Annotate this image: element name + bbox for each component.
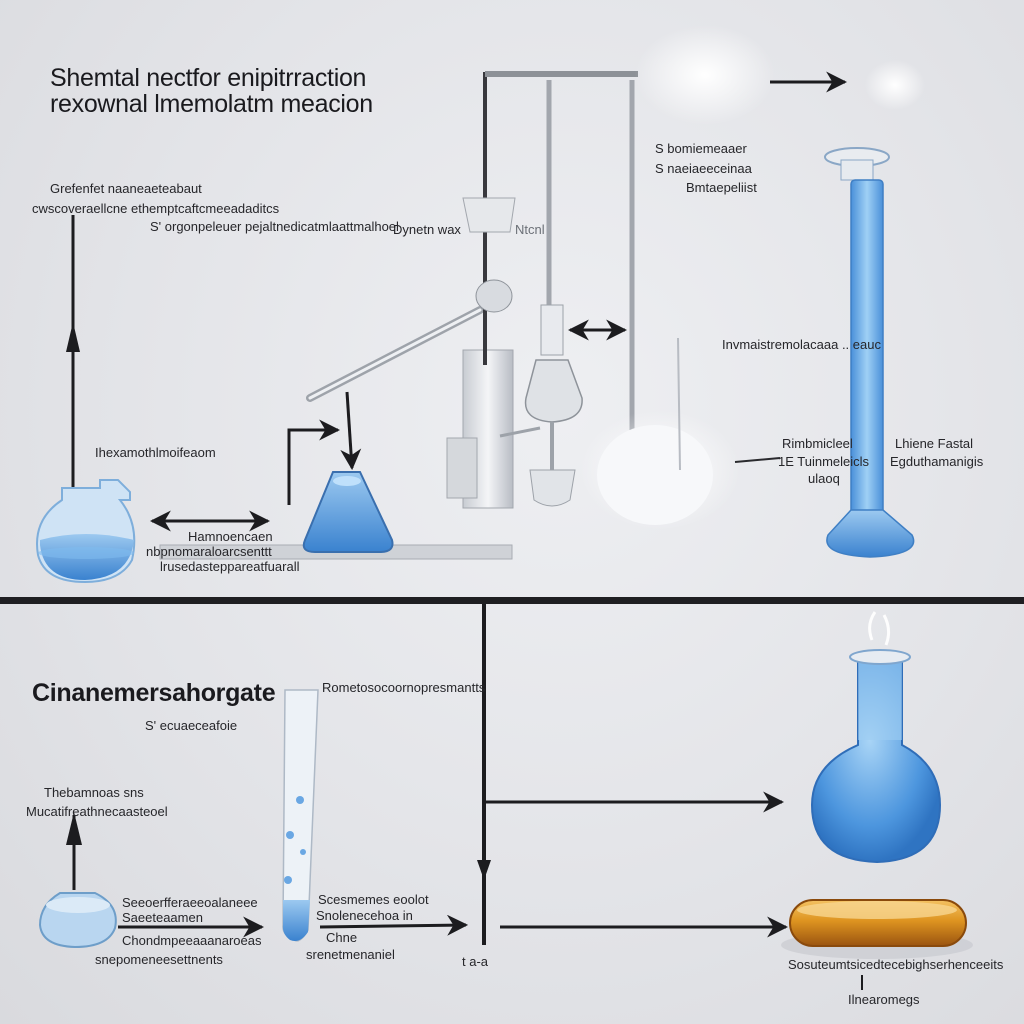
label-bottom-top: Rometosocoornopresmantts [322,680,486,695]
label-top-left-2: cwscoveraellcne ethemptcaftcmeeadaditcs [32,201,280,216]
delivery-tube-highlight [308,308,482,400]
label-dynetn-wax: Dynetn wax [393,222,461,237]
diagram-title: Shemtal nectfor enipitrraction rexownal … [50,64,373,118]
central-arrow-head [477,860,491,880]
label-top-center-3: Bmtaepeliist [686,180,757,195]
section-divider [0,597,1024,604]
thin-rod [677,337,681,471]
label-flask-1: Seeoerfferaeeoalaneee [122,895,258,910]
round-bottom-flask [810,611,942,864]
label-bottom-left-2: Mucatifreathnecaasteoel [26,804,168,819]
label-bench-3: lrusedasteppareatfuarall [160,559,300,574]
graduated-cylinder [824,147,915,558]
label-flask-4: snepomeneesettnents [95,952,223,967]
label-tube-2: Snolenecehoa in [316,908,413,923]
left-blue-flask [36,479,136,584]
separating-funnel [499,304,583,507]
title-line-2: rexownal lmemolatm meacion [50,89,373,118]
bracket-arrow [287,419,341,505]
label-dish-1: Sosuteumtsicedtecebighserhenceeits [788,957,1004,972]
label-cloud-2: 1E Tuinmeleicls [778,454,870,469]
label-left-flask: Ihexamothlmoifeaom [95,445,216,460]
title-line-1: Shemtal nectfor enipitrraction [50,64,367,92]
small-round-flask [38,812,117,949]
conical-flask [302,471,394,553]
vapor-cloud-top [635,25,775,125]
label-top-center-1: S bomiemeaaer [655,141,747,156]
bottom-section-title: Cinanemersahorgate [32,679,276,707]
label-bottom-sub: S' ecuaeceafoie [145,718,238,733]
label-ntcnl: Ntcnl [515,222,545,237]
label-dish-2: Ilnearomegs [848,992,920,1007]
label-bench-1: Hamnoencaen [188,529,273,544]
left-arrow-marker [66,322,80,352]
vapor-cloud-small [865,60,925,110]
label-cloud-3: ulaoq [808,471,840,486]
label-mid-right: Invmaistremolacaaa .. eauc [722,337,881,352]
label-tube-3: Chne [326,930,358,945]
arrow-tube-to-center [319,914,469,936]
dropper-arrow [340,391,362,471]
label-flask-3: Chondmpeeaaanaroeas [122,933,262,948]
amber-oil-dish [781,899,973,959]
label-top-center-2: S naeiaeeceinaa [655,161,752,176]
label-top-left-1: Grefenfet naaneaeteabaut [50,181,202,196]
label-flask-2: Saeeteaamen [122,910,203,925]
vapor-cloud-core [597,425,713,525]
label-tube-4: srenetmenaniel [306,947,395,962]
retort-stand [446,71,638,509]
cloud-pointer-line [734,457,781,463]
label-cloud-1: Rimbmicleel [782,436,853,451]
label-bottom-left-1: Thebamnoas sns [44,785,144,800]
label-center-small: t a-a [462,954,489,969]
label-cylinder-2: Egduthamanigis [890,454,984,469]
label-top-left-3: S' orgonpeleuer pejaltnedicatmlaattmalho… [150,219,399,234]
test-tube [282,689,319,942]
label-cylinder-1: Lhiene Fastal [895,436,974,451]
label-tube-1: Scesmemes eoolot [318,892,429,907]
label-bench-2: nbpnomaraloarcsenttt [146,544,272,559]
